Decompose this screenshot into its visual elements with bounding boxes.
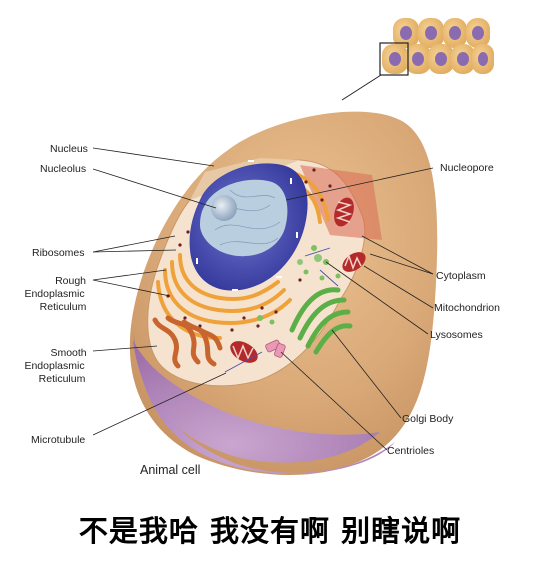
label-nucleopore: Nucleopore [440,162,494,174]
mitochondrion [334,197,354,227]
label-lysosomes: Lysosomes [430,329,483,341]
small-cell [451,44,475,74]
label-smooth-er: Smooth Endoplasmic Reticulum [24,347,89,385]
small-cell [428,44,454,74]
label-centrioles: Centrioles [387,445,434,457]
mitochondrion [342,252,366,272]
label-ribosomes: Ribosomes [32,247,85,259]
meme-caption: 不是我哈 我没有啊 别瞎说啊 [78,514,462,548]
small-cell [405,44,431,74]
label-microtubule: Microtubule [31,434,85,446]
small-cell [382,44,408,74]
smooth-endoplasmic-reticulum [152,315,223,369]
label-rough-er: Rough Endoplasmic Reticulum [24,275,88,313]
nucleus [189,160,308,291]
small-cell [472,44,494,74]
label-mitochondrion: Mitochondrion [434,302,500,314]
label-cytoplasm: Cytoplasm [436,270,486,282]
zoom-selection-box [379,42,409,76]
small-cell [443,18,467,48]
label-leader-lines [92,147,434,451]
label-nucleus: Nucleus [50,143,88,155]
nuclear-pores [196,160,298,291]
small-cell [418,18,444,48]
small-cell [393,18,419,48]
zoom-pointer-line [341,74,382,101]
microtubules [224,247,339,373]
nucleolus [211,195,237,221]
cell-membrane-purple-face [133,340,380,463]
cell-membrane-lower [133,330,395,474]
label-golgi-body: Golgi Body [402,413,454,425]
diagram-title: Animal cell [140,463,200,477]
small-cell [466,18,490,48]
label-nucleolus: Nucleolus [40,163,86,175]
mitochondrion [230,341,258,363]
cell-cluster-thumbnail [341,18,494,101]
lysosomes [297,254,322,265]
